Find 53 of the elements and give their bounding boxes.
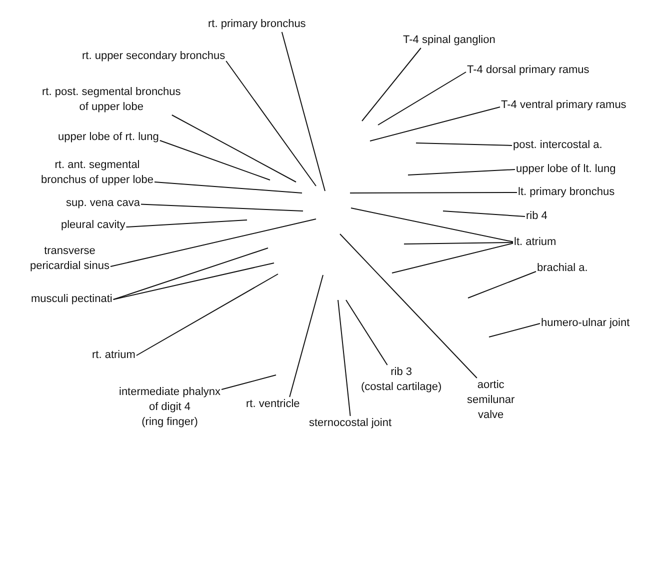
leader-line xyxy=(378,72,466,126)
leader-line xyxy=(289,274,324,398)
leader-line xyxy=(362,48,422,122)
leader-line xyxy=(226,60,316,186)
leader-line xyxy=(408,169,516,176)
part-label: T-4 dorsal primary ramus xyxy=(466,63,590,78)
leader-line xyxy=(488,323,540,338)
leader-line xyxy=(136,274,278,356)
part-label: humero-ulnar joint xyxy=(540,316,631,331)
part-label: musculi pectinati xyxy=(30,292,114,307)
part-label: brachial a. xyxy=(536,261,589,276)
leader-line xyxy=(110,218,316,267)
part-label: intermediate phalynx of digit 4 (ring finger) xyxy=(118,385,222,430)
part-label: upper lobe of rt. lung xyxy=(57,130,160,145)
leader-line xyxy=(338,300,351,416)
part-label: rib 4 xyxy=(525,209,548,224)
part-label: lt. atrium xyxy=(513,235,558,250)
leader-line xyxy=(442,210,526,217)
leader-line xyxy=(350,208,514,242)
leader-line xyxy=(126,220,248,228)
part-label: lt. primary bronchus xyxy=(517,185,616,200)
leader-line xyxy=(171,114,296,182)
part-label: rib 3 (costal cartilage) xyxy=(360,365,443,395)
leader-line xyxy=(221,374,276,390)
part-label: rt. post. segmental bronchus of upper lobe xyxy=(41,85,182,115)
part-label: T-4 spinal ganglion xyxy=(402,33,496,48)
part-label: rt. ventricle xyxy=(245,397,301,412)
leader-line xyxy=(112,248,268,300)
part-label: sternocostal joint xyxy=(308,416,393,431)
leader-line xyxy=(416,142,512,146)
leader-line xyxy=(404,242,514,244)
leader-line xyxy=(370,106,500,142)
part-label: rt. ant. segmental bronchus of upper lobe xyxy=(40,158,155,188)
leader-line xyxy=(112,262,274,300)
part-label: rt. primary bronchus xyxy=(207,17,307,32)
leader-line xyxy=(159,140,270,180)
part-label: transverse pericardial sinus xyxy=(29,244,110,274)
leader-line xyxy=(140,204,304,212)
leader-line xyxy=(154,182,302,194)
part-label: aortic semilunar valve xyxy=(466,378,516,423)
leader-line xyxy=(340,234,478,378)
part-label: rt. atrium xyxy=(91,348,136,363)
part-label: upper lobe of lt. lung xyxy=(515,162,617,177)
part-label: rt. upper secondary bronchus xyxy=(81,49,226,64)
part-label: T-4 ventral primary ramus xyxy=(500,98,628,113)
leader-line xyxy=(350,192,518,194)
part-label: sup. vena cava xyxy=(65,196,141,211)
leader-line xyxy=(392,242,514,274)
leader-line xyxy=(468,271,536,298)
part-label: pleural cavity xyxy=(60,218,126,233)
leader-line xyxy=(346,300,388,366)
part-label: post. intercostal a. xyxy=(512,138,604,153)
leader-line xyxy=(281,32,326,192)
